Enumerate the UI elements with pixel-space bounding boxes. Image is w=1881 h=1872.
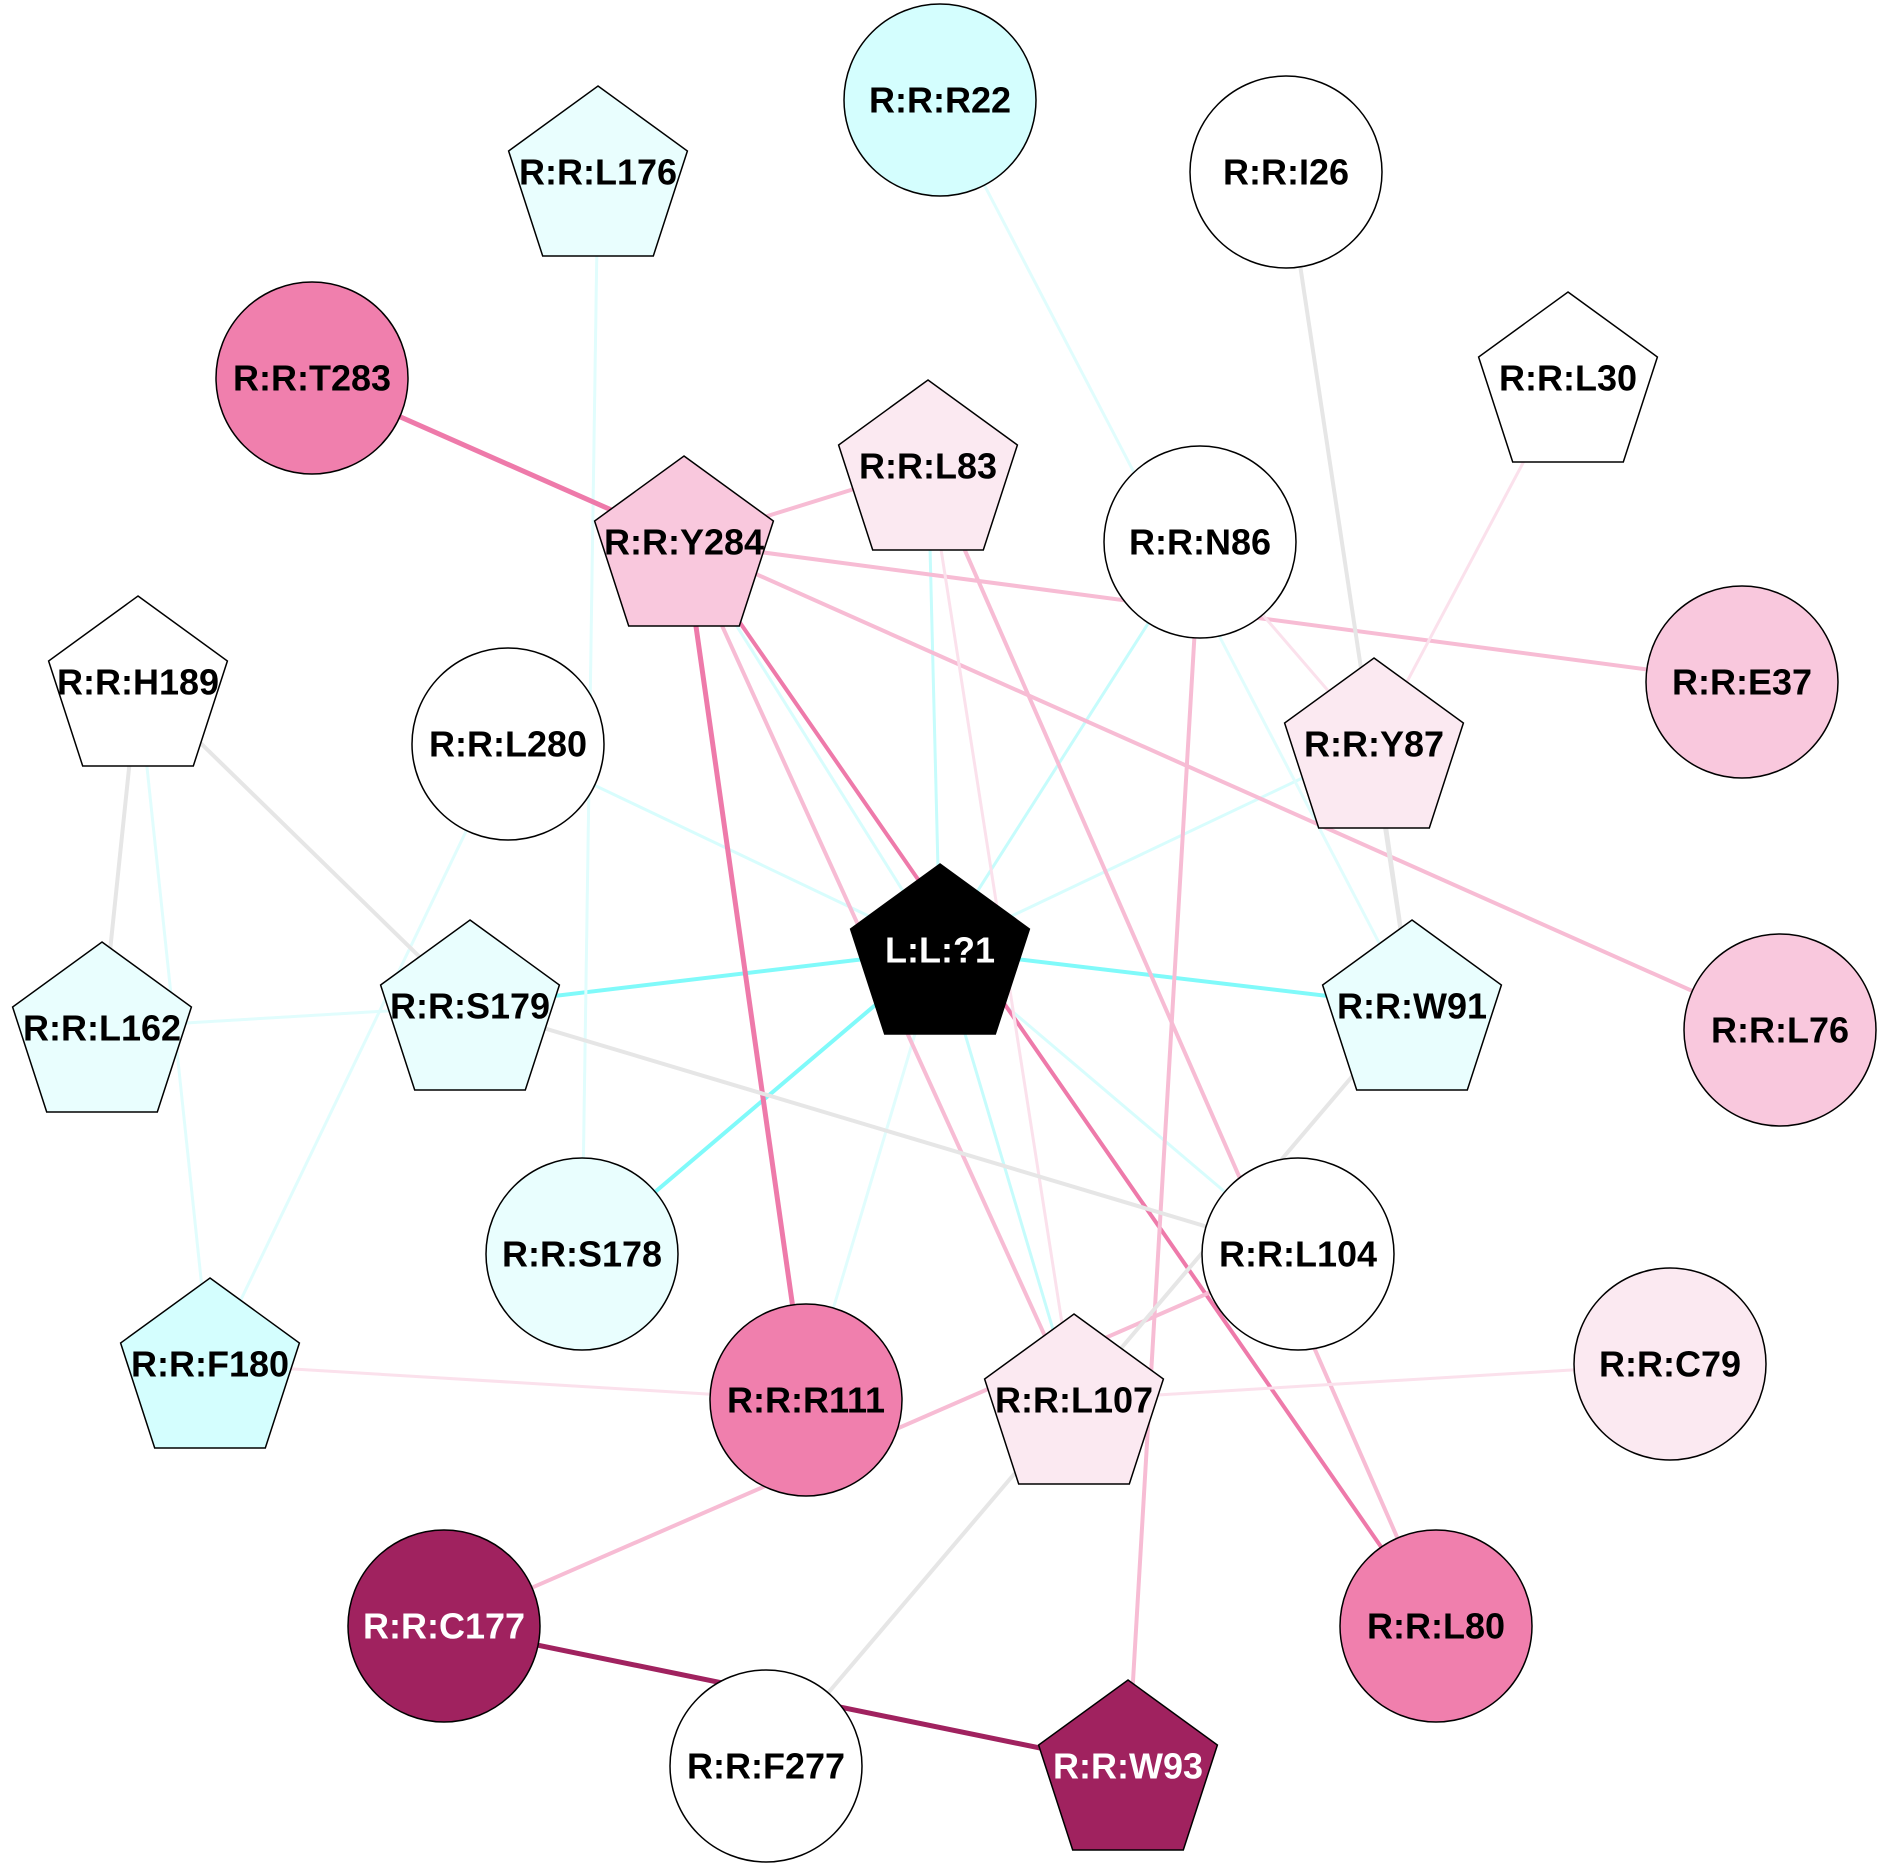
node-label: R:R:L30	[1499, 358, 1637, 399]
node-circle	[669, 1669, 863, 1863]
node-pentagon	[47, 595, 229, 767]
node-pentagon	[837, 379, 1019, 551]
node-label: R:R:W91	[1337, 986, 1487, 1027]
node-circle	[485, 1157, 679, 1351]
node-r22[interactable]: R:R:R22	[843, 3, 1037, 197]
edge-y284-l76	[682, 540, 1782, 1032]
node-label: R:R:F277	[687, 1746, 845, 1787]
node-pentagon	[1037, 1679, 1219, 1851]
node-label: R:R:Y87	[1304, 724, 1444, 765]
node-y87[interactable]: R:R:Y87	[1283, 657, 1465, 829]
node-c177[interactable]: R:R:C177	[347, 1529, 541, 1723]
node-h189[interactable]: R:R:H189	[47, 595, 229, 767]
node-label: R:R:T283	[233, 358, 391, 399]
node-label: R:R:Y284	[604, 522, 764, 563]
node-l107[interactable]: R:R:L107	[983, 1313, 1165, 1485]
edge-l280-f180	[208, 742, 510, 1366]
node-circle	[843, 3, 1037, 197]
node-c79[interactable]: R:R:C79	[1573, 1267, 1767, 1461]
node-label: R:R:L162	[23, 1008, 181, 1049]
node-pentagon	[849, 863, 1031, 1035]
edge-y284-l80	[682, 540, 1438, 1628]
edge-y284-r111	[681, 539, 809, 1403]
node-label: R:R:L80	[1367, 1606, 1505, 1647]
node-circle	[1645, 585, 1839, 779]
edge-n86-w93	[1126, 540, 1202, 1768]
node-pentagon	[983, 1313, 1165, 1485]
node-pentagon	[1477, 291, 1659, 463]
node-l76[interactable]: R:R:L76	[1683, 933, 1877, 1127]
node-label: R:R:C177	[363, 1606, 525, 1647]
node-label: R:R:L104	[1219, 1234, 1377, 1275]
node-n86[interactable]: R:R:N86	[1103, 445, 1297, 639]
node-circle	[1103, 445, 1297, 639]
node-label: R:R:S178	[502, 1234, 662, 1275]
node-pentagon	[1321, 919, 1503, 1091]
node-circle	[1339, 1529, 1533, 1723]
node-t283[interactable]: R:R:T283	[215, 281, 409, 475]
node-circle	[709, 1303, 903, 1497]
node-label: R:R:N86	[1129, 522, 1271, 563]
node-circle	[215, 281, 409, 475]
node-l83[interactable]: R:R:L83	[837, 379, 1019, 551]
node-circle	[1189, 75, 1383, 269]
node-pentagon	[507, 85, 689, 257]
node-e37[interactable]: R:R:E37	[1645, 585, 1839, 779]
node-circle	[1683, 933, 1877, 1127]
node-f180[interactable]: R:R:F180	[119, 1277, 301, 1449]
node-s179[interactable]: R:R:S179	[379, 919, 561, 1091]
node-l80[interactable]: R:R:L80	[1339, 1529, 1533, 1723]
node-label: R:R:H189	[57, 662, 219, 703]
node-label: R:R:L176	[519, 152, 677, 193]
node-circle	[347, 1529, 541, 1723]
node-circle	[1573, 1267, 1767, 1461]
node-label: R:R:L107	[995, 1380, 1153, 1421]
node-label: L:L:?1	[885, 930, 995, 971]
node-pentagon	[119, 1277, 301, 1449]
node-label: R:R:C79	[1599, 1344, 1741, 1385]
node-label: R:R:S179	[390, 986, 550, 1027]
node-label: R:R:R22	[869, 80, 1011, 121]
node-label: R:R:L83	[859, 446, 997, 487]
node-y284[interactable]: R:R:Y284	[593, 455, 775, 627]
node-label: R:R:L280	[429, 724, 587, 765]
edge-l83-l80	[926, 464, 1438, 1628]
node-label: R:R:E37	[1672, 662, 1812, 703]
node-s178[interactable]: R:R:S178	[485, 1157, 679, 1351]
node-f277[interactable]: R:R:F277	[669, 1669, 863, 1863]
node-label: R:R:W93	[1053, 1746, 1203, 1787]
node-pentagon	[1283, 657, 1465, 829]
node-circle	[1201, 1157, 1395, 1351]
node-w93[interactable]: R:R:W93	[1037, 1679, 1219, 1851]
node-label: R:R:I26	[1223, 152, 1349, 193]
edge-f180-r111	[208, 1362, 808, 1402]
node-r111[interactable]: R:R:R111	[709, 1303, 903, 1497]
node-i26[interactable]: R:R:I26	[1189, 75, 1383, 269]
node-l280[interactable]: R:R:L280	[411, 647, 605, 841]
node-label: R:R:R111	[727, 1380, 885, 1421]
edge-s179-l104	[468, 1004, 1300, 1256]
node-l176[interactable]: R:R:L176	[507, 85, 689, 257]
node-pentagon	[593, 455, 775, 627]
node-w91[interactable]: R:R:W91	[1321, 919, 1503, 1091]
node-lig[interactable]: L:L:?1	[849, 863, 1031, 1035]
node-l104[interactable]: R:R:L104	[1201, 1157, 1395, 1351]
node-label: R:R:L76	[1711, 1010, 1849, 1051]
node-pentagon	[379, 919, 561, 1091]
node-pentagon	[11, 941, 193, 1113]
node-circle	[411, 647, 605, 841]
edge-c79-l107	[1072, 1362, 1672, 1402]
node-l30[interactable]: R:R:L30	[1477, 291, 1659, 463]
node-label: R:R:F180	[131, 1344, 289, 1385]
node-l162[interactable]: R:R:L162	[11, 941, 193, 1113]
